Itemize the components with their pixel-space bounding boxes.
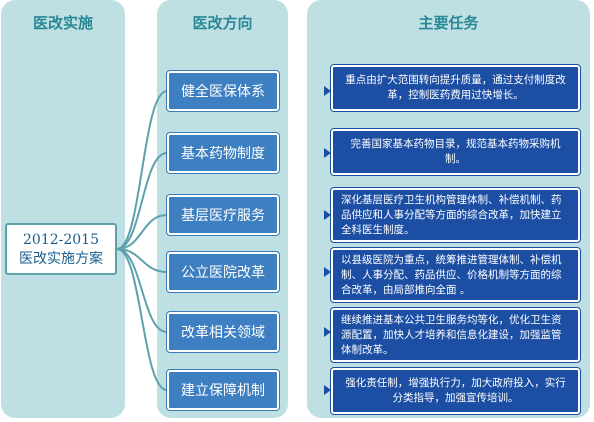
direction-box-1: 健全医保体系 xyxy=(167,71,279,111)
task-box-3: 深化基层医疗卫生机构管理体制、补偿机制、药品供应和人事分配等方面的综合改革，加快… xyxy=(331,188,580,242)
connector-line-5 xyxy=(116,248,168,333)
arrow-1 xyxy=(324,86,331,96)
task-box-5: 继续推进基本公共卫生服务均等化，优化卫生资源配置，加快人才培养和信息化建设，加强… xyxy=(331,308,580,362)
task-box-2: 完善国家基本药物目录，规范基本药物采购机制。 xyxy=(331,129,580,175)
column-implementation: 医改实施 xyxy=(1,0,125,418)
arrow-6 xyxy=(324,385,331,395)
direction-box-3: 基层医疗服务 xyxy=(167,195,279,235)
connector-line-6 xyxy=(116,248,168,391)
connector-line-3 xyxy=(116,214,168,250)
direction-box-2: 基本药物制度 xyxy=(167,133,279,173)
center-node: 2012-2015 医改实施方案 xyxy=(5,223,117,275)
column-title-implementation: 医改实施 xyxy=(32,14,93,32)
arrow-3 xyxy=(324,210,331,220)
task-box-4: 以县级医院为重点，统筹推进管理体制、补偿机制、人事分配、药品供应、价格机制等方面… xyxy=(331,248,580,302)
center-node-year: 2012-2015 xyxy=(23,232,99,248)
arrow-4 xyxy=(324,267,331,277)
center-node-title: 医改实施方案 xyxy=(19,251,103,267)
direction-box-6: 建立保障机制 xyxy=(167,370,279,410)
arrow-5 xyxy=(324,327,331,337)
column-title-direction: 医改方向 xyxy=(192,14,253,32)
task-box-1: 重点由扩大范围转向提升质量，通过支付制度改革，控制医药费用过快增长。 xyxy=(331,65,580,111)
connector-line-2 xyxy=(116,152,168,250)
direction-box-5: 改革相关领域 xyxy=(167,312,279,352)
arrow-2 xyxy=(324,148,331,158)
direction-box-4: 公立医院改革 xyxy=(167,252,279,292)
connector-line-4 xyxy=(116,248,168,273)
connector-line-1 xyxy=(116,90,168,250)
task-box-6: 强化责任制，增强执行力，加大政府投入，实行分类指导，加强宣传培训。 xyxy=(331,368,580,414)
column-title-tasks: 主要任务 xyxy=(418,14,479,32)
